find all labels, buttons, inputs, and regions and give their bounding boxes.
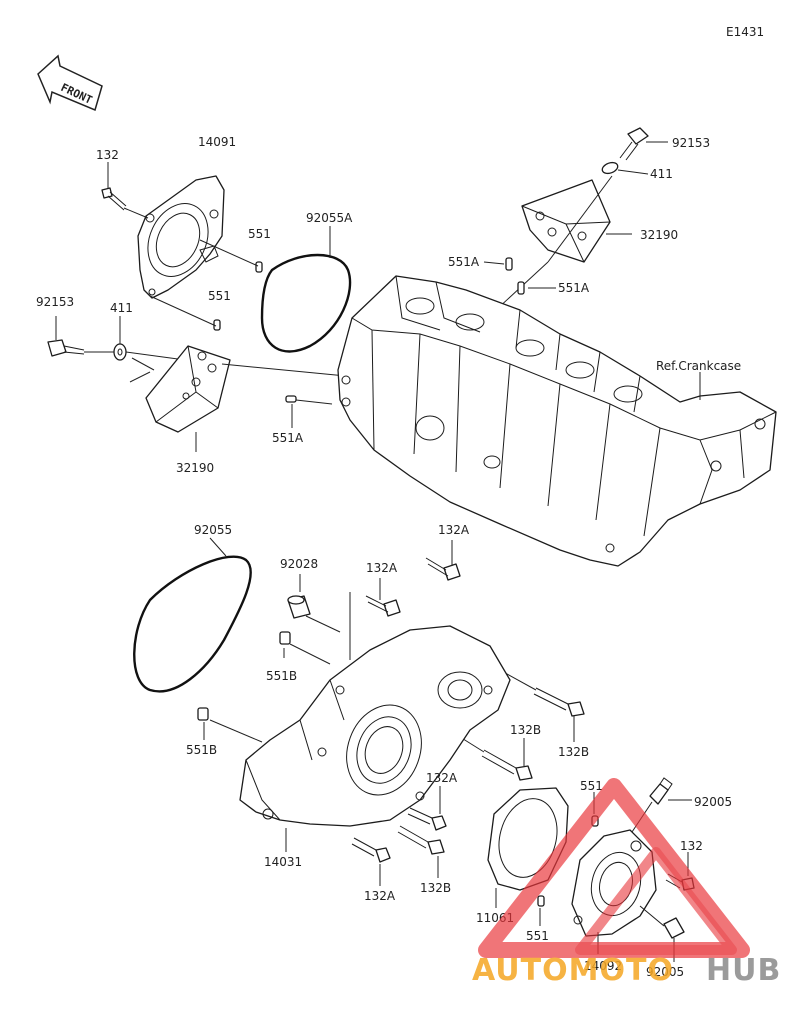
bolt-132A-bottom [351, 837, 391, 863]
callout-label: 132A [366, 561, 398, 575]
callout-label: 14092 [584, 959, 622, 973]
callout-label: 132 [96, 148, 119, 162]
bolt-132B-lower [481, 749, 533, 781]
callout-label: 132B [558, 745, 589, 759]
bolt-132B-bottom [397, 825, 445, 855]
fitting-92005-upper [649, 777, 673, 805]
callout-label: 551 [526, 929, 549, 943]
callout-label: 132B [510, 723, 541, 737]
callout-label: 551B [266, 669, 297, 683]
callout-label: 551A [448, 255, 480, 269]
oring-92055A [260, 253, 352, 353]
callout-label: 92153 [672, 136, 710, 150]
callout-label: 411 [110, 301, 133, 315]
callout-label: 132B [420, 881, 451, 895]
callout-label: 132A [438, 523, 470, 537]
fitting-92005-lower [639, 905, 685, 939]
callout-label: 92055A [306, 211, 353, 225]
callout-label: 551A [558, 281, 590, 295]
bolt-132B-upper [533, 687, 585, 717]
bracket-32190-left [145, 345, 231, 433]
callout-label: 551 [580, 779, 603, 793]
callout-label: 32190 [176, 461, 214, 475]
cover-14092 [571, 829, 657, 937]
callout-label: 14031 [264, 855, 302, 869]
callout-label: 32190 [640, 228, 678, 242]
automotohub-watermark-logo: AUTOMOTO HUB [472, 778, 781, 988]
bracket-32190-right [521, 179, 611, 263]
bolt-132A-lower [407, 807, 447, 831]
callout-label: 132A [426, 771, 458, 785]
plug-92028 [287, 595, 311, 619]
callout-label: 551 [248, 227, 271, 241]
diagram-code: E1431 [726, 25, 764, 39]
callout-label: 92028 [280, 557, 318, 571]
callout-label: 411 [650, 167, 673, 181]
bolt-132A-top [425, 557, 461, 581]
callout-label: 92055 [194, 523, 232, 537]
oring-92055 [133, 555, 252, 693]
bolt-92153-left [47, 339, 85, 357]
callout-label: 132A [364, 889, 396, 903]
callout-label: 92153 [36, 295, 74, 309]
cover-14031 [239, 625, 511, 827]
callout-label: 551B [186, 743, 217, 757]
watermark-word-left: AUTOMOTO [472, 953, 674, 988]
front-arrow-icon: FRONT [37, 54, 103, 112]
bolt-132A-mid [365, 595, 401, 617]
callout-label: 132 [680, 839, 703, 853]
gasket-11061 [487, 787, 569, 891]
cover-14091 [137, 175, 225, 299]
callout-label: 92005 [646, 965, 684, 979]
callout-label: 14091 [198, 135, 236, 149]
ref-crankcase-label: Ref.Crankcase [656, 359, 741, 373]
callout-label: 551A [272, 431, 304, 445]
crankcase [337, 275, 777, 567]
bolt-132-upper [101, 187, 127, 211]
callout-label: 551 [208, 289, 231, 303]
watermark-word-right: HUB [706, 953, 781, 988]
bolt-92153-right [619, 127, 649, 161]
callout-label: 92005 [694, 795, 732, 809]
